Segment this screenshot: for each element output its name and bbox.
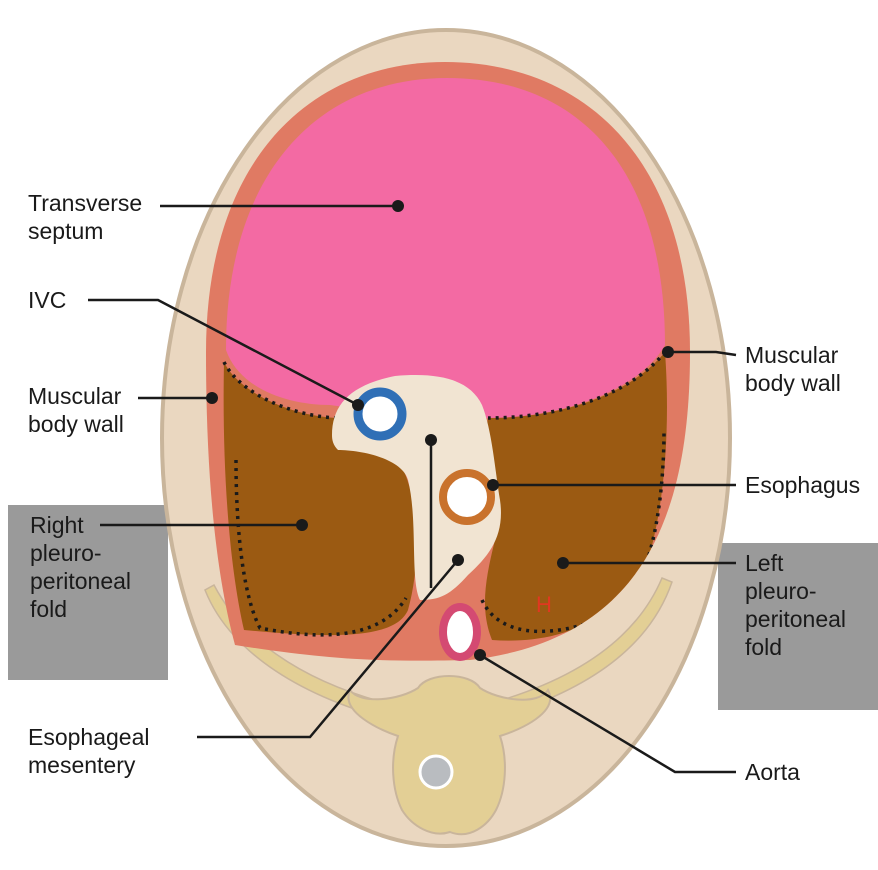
esophagus-structure [443, 473, 491, 521]
label-right-pleuroperitoneal-fold: Right pleuro- peritoneal fold [30, 511, 131, 623]
label-ivc: IVC [28, 286, 66, 314]
label-left-pleuroperitoneal-fold: Left pleuro- peritoneal fold [745, 549, 846, 661]
ivc-vessel [358, 392, 402, 436]
label-transverse-septum: Transverse septum [28, 189, 142, 245]
dot-left-fold [557, 557, 569, 569]
spinal-cord [420, 756, 452, 788]
label-aorta: Aorta [745, 758, 800, 786]
dot-right-fold [296, 519, 308, 531]
dot-esophagus [487, 479, 499, 491]
dot-muscular-wall-left [206, 392, 218, 404]
dot-mesentery-upper [425, 434, 437, 446]
dot-ivc [352, 399, 364, 411]
label-muscular-body-wall-left: Muscular body wall [28, 382, 124, 438]
label-esophagus: Esophagus [745, 471, 860, 499]
dot-aorta [474, 649, 486, 661]
aorta-vessel [443, 607, 477, 657]
dot-mesentery-lower [452, 554, 464, 566]
dot-muscular-wall-right [662, 346, 674, 358]
label-esophageal-mesentery: Esophageal mesentery [28, 723, 150, 779]
dot-transverse-septum [392, 200, 404, 212]
label-muscular-body-wall-right: Muscular body wall [745, 341, 841, 397]
h-mark: H [536, 592, 552, 617]
